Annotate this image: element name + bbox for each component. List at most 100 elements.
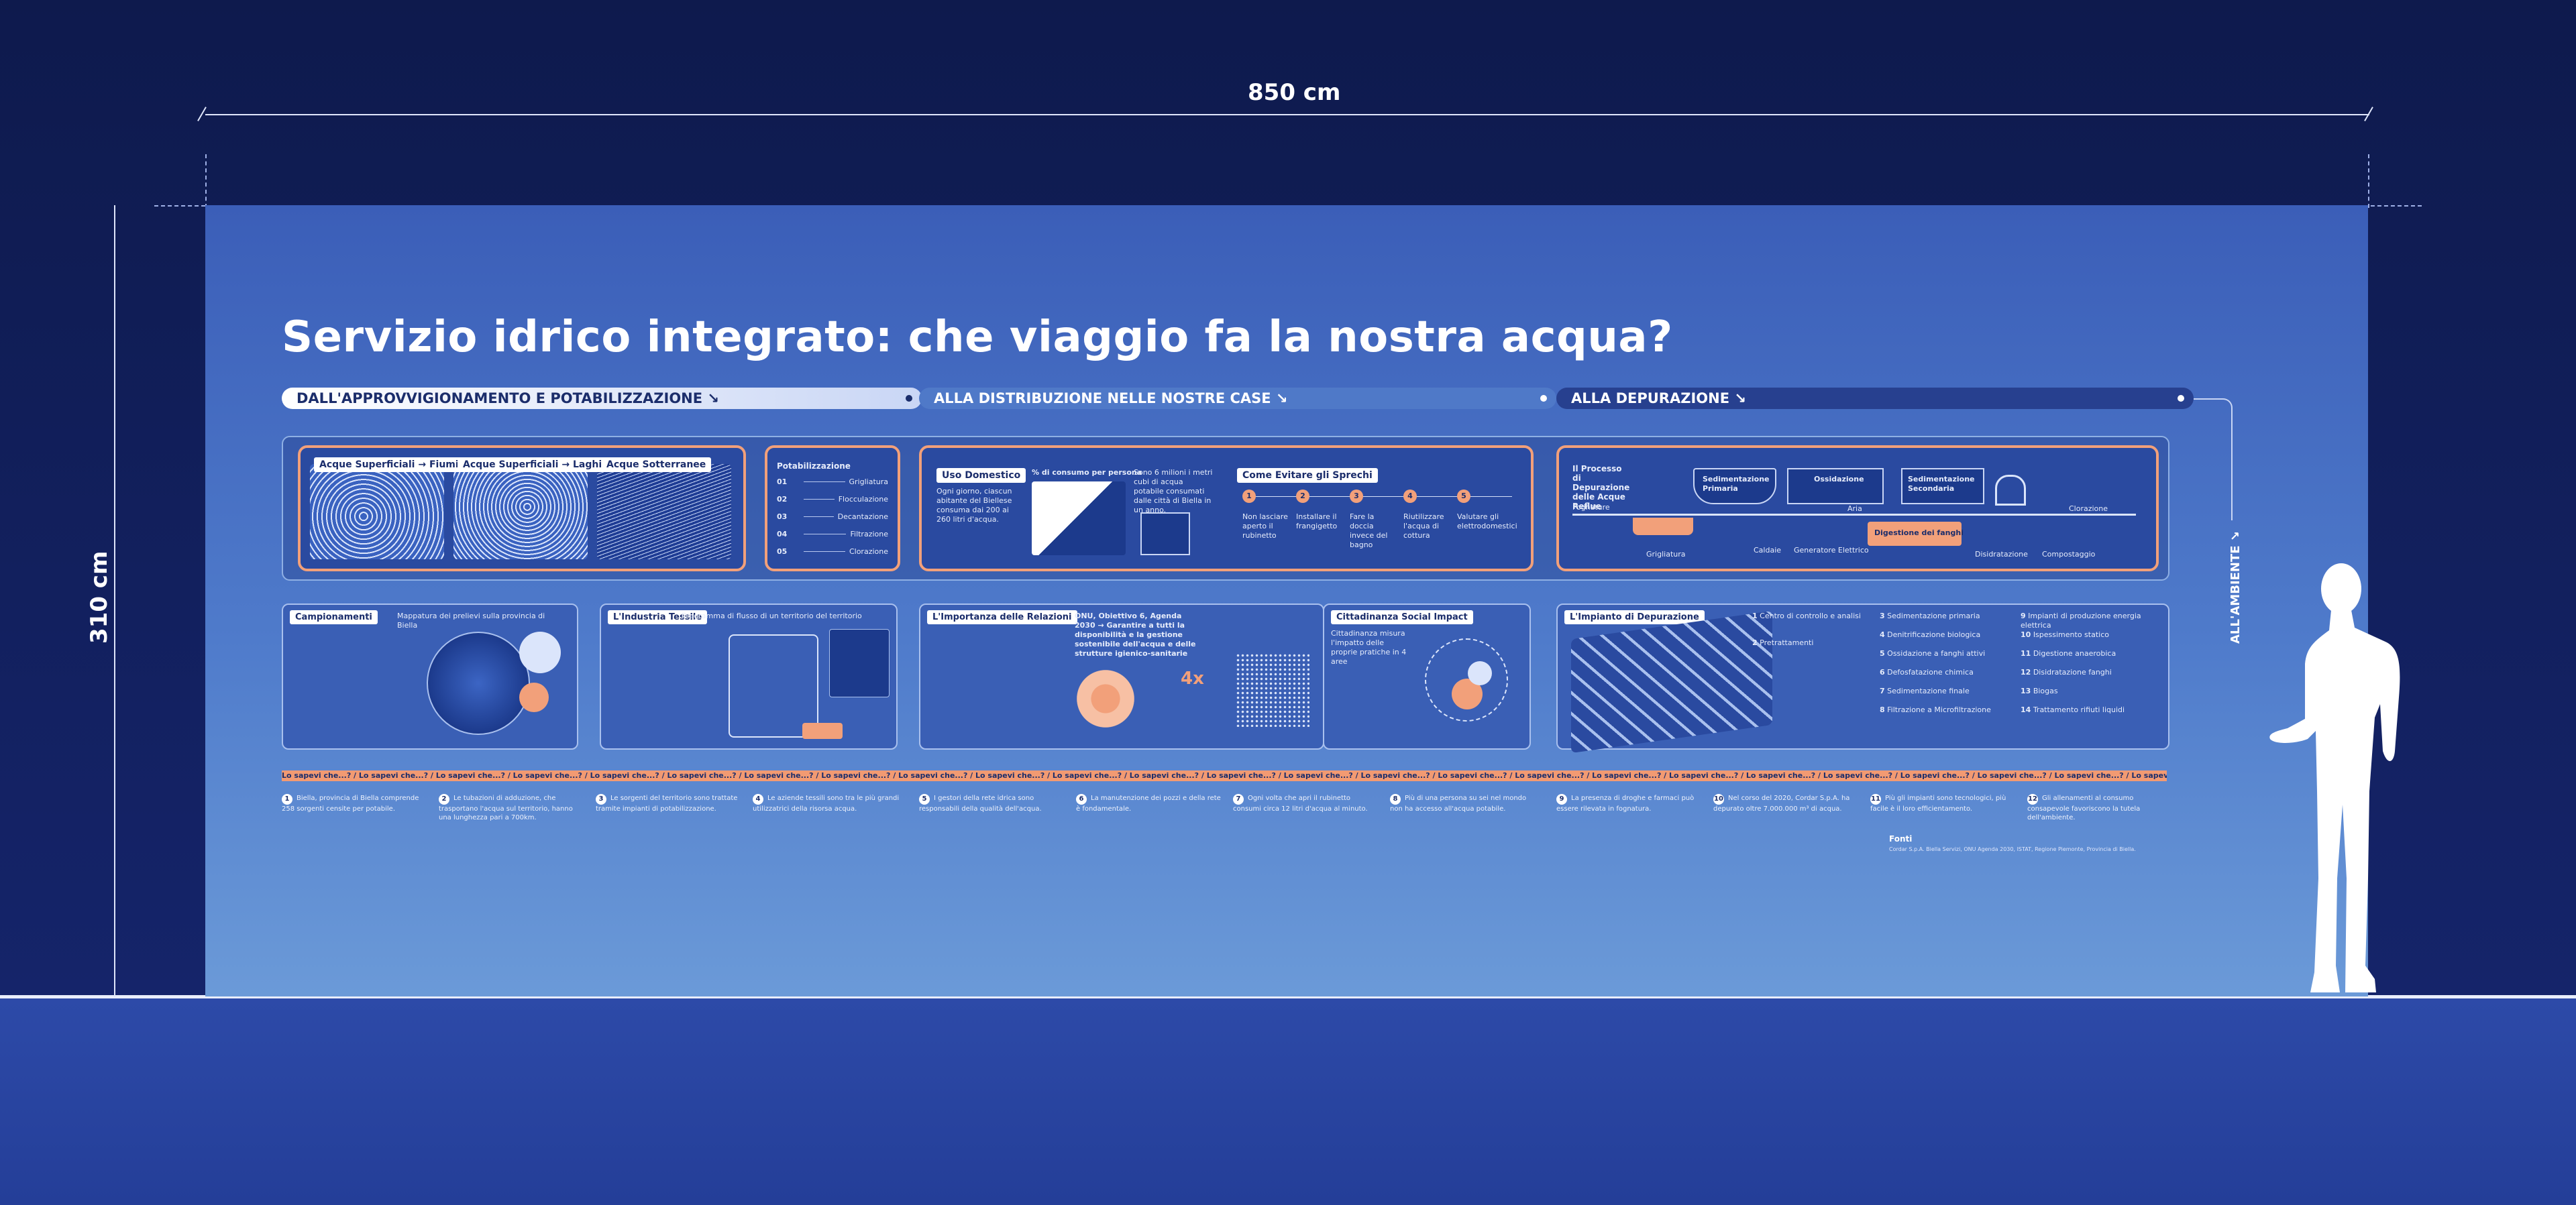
- impianto-depurazione-card: L'Impianto di Depurazione 1 Centro di co…: [1556, 604, 2169, 754]
- campionamenti-card: Campionamenti Mappatura dei prelievi sul…: [282, 604, 578, 750]
- map-bubble-small: [519, 632, 561, 673]
- distribuzione-card: Uso Domestico Ogni giorno, ciascun abita…: [919, 445, 1534, 571]
- dep-step: 7 Sedimentazione finale: [1880, 687, 1970, 695]
- tank-clorazione: [1995, 475, 2026, 506]
- dep-step: 13 Biogas: [2021, 687, 2058, 695]
- depurazione-label: Clorazione: [2069, 504, 2108, 513]
- legend-box: [829, 629, 890, 697]
- uso-domestico-title: Uso Domestico: [936, 468, 1026, 483]
- spreco-number: 1: [1242, 490, 1256, 503]
- dep-step: 3 Sedimentazione primaria: [1880, 612, 1980, 620]
- tank-sedimentazione-secondaria: [1901, 468, 1984, 504]
- stat-4x: 4x: [1181, 669, 1204, 689]
- topo-map-laghi: [453, 464, 588, 559]
- person-silhouette-icon: [2269, 563, 2400, 992]
- card-title: Cittadinanza Social Impact: [1331, 610, 1473, 624]
- width-dimension-line: [205, 114, 2369, 115]
- spreco-number: 3: [1350, 490, 1363, 503]
- consumo-citta-text: Sono 6 milioni i metri cubi di acqua pot…: [1134, 468, 1213, 514]
- map-bubble-orange: [519, 683, 549, 712]
- depurazione-label: Caldaie: [1754, 546, 1782, 555]
- section-label: ALLA DISTRIBUZIONE NELLE NOSTRE CASE ↘: [934, 390, 1288, 406]
- spreco-text: Riutilizzare l'acqua di cottura: [1403, 512, 1444, 540]
- tank-sedimentazione-primaria: [1693, 468, 1776, 504]
- impact-circle-outer: [1425, 638, 1508, 722]
- dep-step: 6 Defosfatazione chimica: [1880, 668, 1974, 677]
- dep-step: 2 Pretrattamenti: [1752, 638, 1814, 647]
- card-title: L'Importanza delle Relazioni: [927, 610, 1077, 624]
- depurazione-label: Grigliatura: [1646, 550, 1686, 559]
- height-dimension-line: [114, 205, 115, 996]
- spreco-text: Valutare gli elettrodomestici: [1457, 512, 1517, 530]
- fonti-text: Cordar S.p.A. Biella Servizi, ONU Agenda…: [1889, 846, 2136, 852]
- plant-isometric: [1571, 610, 1772, 754]
- social-impact-card: Cittadinanza Social Impact Cittadinanza …: [1323, 604, 1531, 750]
- ambiente-connector: [2194, 398, 2233, 520]
- spreco-number: 4: [1403, 490, 1417, 503]
- depurazione-label: Fognature: [1572, 503, 1610, 512]
- floor-line: [0, 995, 2576, 998]
- card-subtitle: Cittadinanza misura l'impatto delle prop…: [1331, 629, 1407, 666]
- sprechi-title: Come Evitare gli Sprechi: [1237, 468, 1378, 483]
- spreco-text: Non lasciare aperto il rubinetto: [1242, 512, 1288, 540]
- consumo-chart: [1032, 481, 1126, 555]
- card-title: L'Impianto di Depurazione: [1564, 610, 1705, 624]
- dep-step: 10 Ispessimento statico: [2021, 630, 2109, 639]
- card-subtitle: Mappatura dei prelievi sulla provincia d…: [397, 612, 545, 630]
- depurazione-label: Ossidazione: [1814, 475, 1864, 483]
- dot-grid: [1236, 653, 1309, 727]
- section-label: DALL'APPROVVIGIONAMENTO E POTABILIZZAZIO…: [297, 390, 720, 406]
- dep-step: 11 Digestione anaerobica: [2021, 649, 2116, 658]
- tank-ossidazione: [1787, 468, 1884, 504]
- section-bar-distribuzione: ALLA DISTRIBUZIONE NELLE NOSTRE CASE ↘: [919, 388, 1556, 409]
- dep-step: 4 Denitrificazione biologica: [1880, 630, 1981, 639]
- depurazione-label: Digestione dei fanghi: [1874, 528, 1964, 537]
- depurazione-label: Aria: [1847, 504, 1862, 513]
- card-title: Campionamenti: [290, 610, 378, 624]
- source-title-sotterranee: Acque Sotterranee: [601, 457, 712, 472]
- section-dot: [906, 395, 912, 402]
- potabilizzazione-title: Potabilizzazione: [777, 461, 851, 471]
- fonti-title: Fonti: [1889, 834, 1913, 844]
- depurazione-title: Il Processo di Depurazione delle Acque R…: [1572, 464, 1630, 511]
- flow-diagram: [729, 634, 818, 738]
- card-subtitle: ONU, Obiettivo 6, Agenda 2030 → Garantir…: [1075, 612, 1196, 658]
- cube-icon: [1140, 512, 1190, 555]
- depurazione-label: Sedimentazione Primaria: [1703, 475, 1770, 493]
- industria-tessile-card: L'Industria Tessile Diagramma di flusso …: [600, 604, 898, 750]
- ambiente-label: ALL'AMBIENTE ↘: [2229, 531, 2243, 644]
- sdg-flower: [1072, 665, 1139, 732]
- spreco-text: Installare il frangigetto: [1296, 512, 1338, 530]
- sprechi-line: [1244, 496, 1512, 497]
- section-label: ALLA DEPURAZIONE ↘: [1571, 390, 1746, 406]
- depurazione-process-card: Il Processo di Depurazione delle Acque R…: [1556, 445, 2159, 571]
- wave-map-sotterranee: [597, 464, 731, 559]
- spreco-number: 2: [1296, 490, 1309, 503]
- dep-step: 12 Disidratazione fanghi: [2021, 668, 2112, 677]
- section-bar-depurazione: ALLA DEPURAZIONE ↘: [1556, 388, 2194, 409]
- section-bar-approvvigionamento: DALL'APPROVVIGIONAMENTO E POTABILIZZAZIO…: [282, 388, 922, 409]
- dep-step: 8 Filtrazione a Microfiltrazione: [1880, 705, 1991, 714]
- panel-title: Servizio idrico integrato: che viaggio f…: [282, 312, 1673, 362]
- tank-digestione: [1868, 522, 1962, 546]
- section-dot: [1540, 395, 1547, 402]
- relazioni-card: L'Importanza delle Relazioni ONU, Obiett…: [919, 604, 1324, 750]
- floor: [0, 998, 2576, 1205]
- impact-circle-blue: [1468, 661, 1492, 685]
- tank-grigliatura: [1633, 518, 1693, 535]
- card-title: L'Industria Tessile: [608, 610, 708, 624]
